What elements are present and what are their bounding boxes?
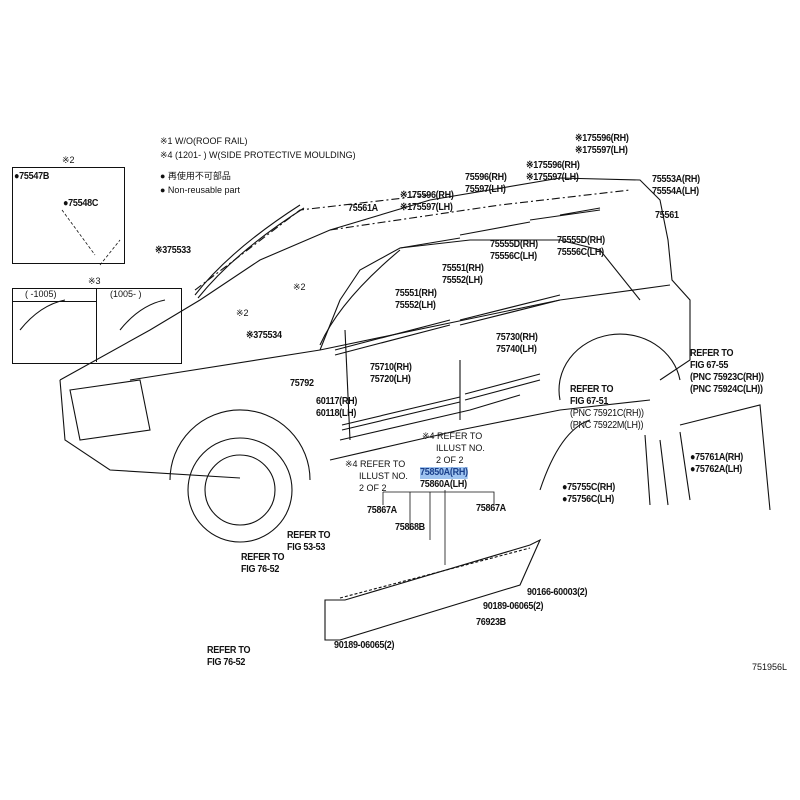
ref-line: 2 OF 2	[359, 483, 387, 493]
ref-line: FIG 76-52	[241, 564, 280, 575]
legend-jp: ● 再使用不可部品	[160, 171, 231, 181]
ref-line: REFER TO	[287, 530, 331, 541]
part-75551-a[interactable]: 75551(RH)	[395, 288, 437, 299]
part-75553A[interactable]: 75553A(RH)	[652, 174, 700, 185]
ref-line: ※4 REFER TO	[345, 459, 406, 469]
part-75555D-b[interactable]: 75555D(RH)	[557, 235, 605, 246]
ref-illust-b[interactable]: ※4 REFER TO ILLUST NO. 2 OF 2	[345, 458, 408, 494]
ref-line: REFER TO	[570, 384, 614, 395]
part-75720[interactable]: 75720(LH)	[370, 374, 411, 385]
part-75756C[interactable]: ●75756C(LH)	[562, 494, 614, 505]
part-75850A-selected[interactable]: 75850A(RH)	[420, 467, 468, 479]
ref-line: FIG 67-55	[690, 360, 729, 371]
part-75867A-a[interactable]: 75867A	[367, 505, 397, 516]
part-75596-4[interactable]: ※175596(RH)	[575, 133, 629, 144]
ref-line: ILLUST NO.	[359, 471, 408, 481]
ref-line: FIG 53-53	[287, 542, 326, 553]
figure-number: 751956L	[752, 662, 788, 672]
inset-clip-box	[12, 167, 125, 264]
part-75547B[interactable]: ●75547B	[14, 171, 50, 182]
ref-line: ※4 REFER TO	[422, 431, 483, 441]
part-75534[interactable]: ※375534	[246, 330, 282, 341]
legend-en: ● Non-reusable part	[160, 185, 240, 195]
note-ref-2b: ※2	[293, 282, 306, 292]
part-75596-2[interactable]: 75596(RH)	[465, 172, 507, 183]
part-75730[interactable]: 75730(RH)	[496, 332, 538, 343]
ref-line: (PNC 75922M(LH))	[570, 420, 644, 431]
part-75551-b[interactable]: 75551(RH)	[442, 263, 484, 274]
part-75762A[interactable]: ●75762A(LH)	[690, 464, 742, 475]
part-75596-3[interactable]: ※175596(RH)	[526, 160, 580, 171]
part-75552-a[interactable]: 75552(LH)	[395, 300, 436, 311]
part-75554A[interactable]: 75554A(LH)	[652, 186, 699, 197]
part-75556C-b[interactable]: 75556C(LH)	[557, 247, 604, 258]
part-75596-1[interactable]: ※175596(RH)	[400, 190, 454, 201]
part-90166-60003[interactable]: 90166-60003(2)	[527, 587, 588, 598]
part-90189-06065-b[interactable]: 90189-06065(2)	[334, 640, 395, 651]
part-60118[interactable]: 60118(LH)	[316, 408, 357, 419]
part-75761A[interactable]: ●75761A(RH)	[690, 452, 743, 463]
ref-line: (PNC 75923C(RH))	[690, 372, 764, 383]
part-75867A-b[interactable]: 75867A	[476, 503, 506, 514]
part-75710[interactable]: 75710(RH)	[370, 362, 412, 373]
ref-line: REFER TO	[241, 552, 285, 563]
ref-line: FIG 76-52	[207, 657, 246, 668]
inset-divider	[96, 288, 97, 362]
inset3-col1: ( -1005)	[25, 289, 57, 299]
ref-line: FIG 67-51	[570, 396, 609, 407]
part-75597-1[interactable]: ※175597(LH)	[400, 202, 453, 213]
part-75548C[interactable]: ●75548C	[63, 198, 99, 209]
ref-line: (PNC 75921C(RH))	[570, 408, 644, 419]
part-60117[interactable]: 60117(RH)	[316, 396, 358, 407]
part-75597-3[interactable]: ※175597(LH)	[526, 172, 579, 183]
part-75792[interactable]: 75792	[290, 378, 314, 389]
ref-line: REFER TO	[690, 348, 734, 359]
part-75555D-a[interactable]: 75555D(RH)	[490, 239, 538, 250]
part-75597-4[interactable]: ※175597(LH)	[575, 145, 628, 156]
inset3-col2: (1005- )	[110, 289, 142, 299]
part-75561[interactable]: 75561	[655, 210, 679, 221]
ref-line: (PNC 75924C(LH))	[690, 384, 763, 395]
inset2-title: ※2	[62, 155, 75, 165]
part-75552-b[interactable]: 75552(LH)	[442, 275, 483, 286]
part-75868B[interactable]: 75868B	[395, 522, 425, 533]
part-75533[interactable]: ※375533	[155, 245, 191, 256]
part-75860A[interactable]: 75860A(LH)	[420, 479, 467, 490]
part-75556C-a[interactable]: 75556C(LH)	[490, 251, 537, 262]
ref-illust-a[interactable]: ※4 REFER TO ILLUST NO. 2 OF 2	[422, 430, 485, 466]
part-90189-06065-a[interactable]: 90189-06065(2)	[483, 601, 544, 612]
note-4: ※4 (1201- ) W(SIDE PROTECTIVE MOULDING)	[160, 150, 356, 160]
note-ref-2a: ※2	[236, 308, 249, 318]
part-76923B[interactable]: 76923B	[476, 617, 506, 628]
note-1: ※1 W/O(ROOF RAIL)	[160, 136, 248, 146]
part-75740[interactable]: 75740(LH)	[496, 344, 537, 355]
part-75597-2[interactable]: 75597(LH)	[465, 184, 506, 195]
ref-line: 2 OF 2	[436, 455, 464, 465]
inset3-title: ※3	[88, 276, 101, 286]
ref-line: ILLUST NO.	[436, 443, 485, 453]
ref-line: REFER TO	[207, 645, 251, 656]
inset-variant-box	[12, 288, 182, 364]
part-75755C[interactable]: ●75755C(RH)	[562, 482, 615, 493]
part-75561A[interactable]: 75561A	[348, 203, 378, 214]
